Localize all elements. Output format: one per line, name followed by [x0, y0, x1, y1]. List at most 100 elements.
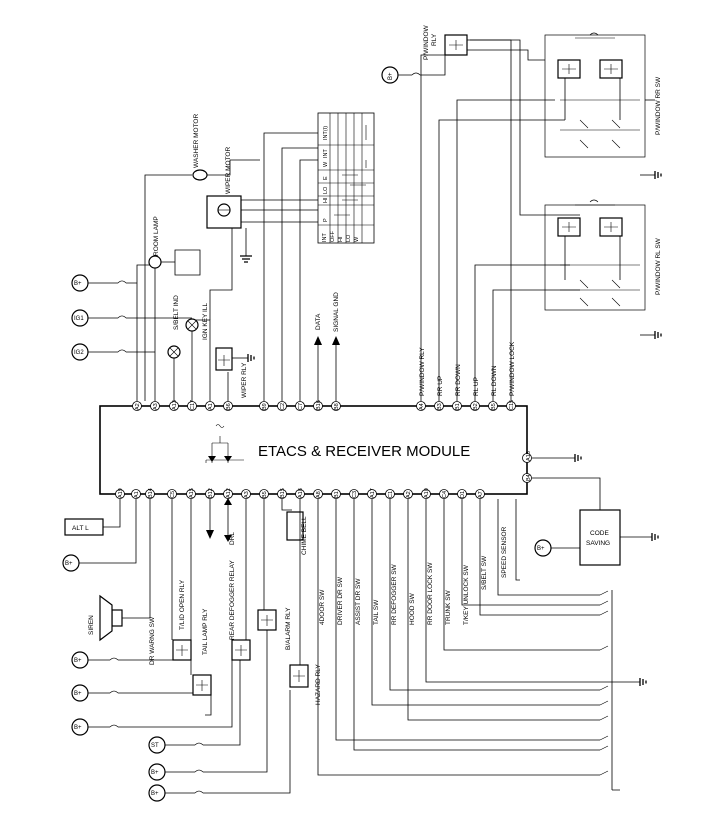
bottom-pin-label: C5 — [170, 491, 176, 498]
chime-bell-box — [286, 511, 304, 541]
ground-icon — [651, 533, 659, 541]
top-pin-label: B6 — [226, 403, 232, 410]
bottom-pin-circle — [367, 489, 377, 499]
bottom-pin-circle — [167, 489, 177, 499]
top-pin-circle — [434, 401, 444, 411]
bottom-pin-circle — [349, 489, 359, 499]
bottom-pin-label: B14 — [148, 488, 154, 498]
bottom-pin-label: A19 — [118, 488, 124, 498]
top-pin-circle — [506, 401, 516, 411]
bottom-pin-circle — [403, 489, 413, 499]
pin-right-1: A16 — [526, 451, 532, 461]
label-hood-sw: HOOD SW — [409, 592, 416, 625]
bottom-pin-label: A1 — [134, 491, 140, 498]
pwindow-rr-sw-box — [544, 34, 646, 158]
bottom-pin-circle — [205, 489, 215, 499]
bottom-pin-label: A7 — [478, 491, 484, 498]
label-pwindow-rr-sw: P/WINDOW RR SW — [655, 76, 662, 135]
bottom-pin-label: B1 — [334, 491, 340, 498]
bottom-pin-label: A2 — [406, 491, 412, 498]
drl-arrow-down-icon — [224, 535, 232, 542]
label-sbelt-sw: S/BELT SW — [481, 555, 488, 590]
switch-row-int: INT — [322, 233, 328, 243]
power-b-plus-4: B+ — [71, 684, 89, 702]
label-code-saving-1: CODE — [590, 530, 609, 537]
drl-arrow-up-icon — [224, 498, 232, 505]
bottom-pin-label: D1 — [460, 491, 466, 498]
ground-icon — [240, 255, 252, 263]
label-pwindow-rly: P/WINDOW RLY — [419, 347, 426, 396]
power-b-plus-code: B+ — [534, 539, 552, 557]
label-drl: DRL — [229, 532, 236, 545]
label-wiper-motor: WIPER MOTOR — [225, 147, 232, 194]
label-alt-l: ALT L — [72, 525, 89, 532]
label-pwindow-lock: P/WINDOW LOCK — [509, 341, 516, 396]
switch-row-lo: LO — [346, 234, 352, 242]
bottom-pin-circle — [313, 489, 323, 499]
top-pin-circle — [331, 401, 341, 411]
label-tail-lamp-rly: TAIL LAMP RLY — [202, 608, 209, 655]
label-rr-defogger-sw: RR DEFOGGER SW — [391, 563, 398, 625]
switch-row-off: OFF — [330, 230, 336, 242]
bottom-pin-circle — [131, 489, 141, 499]
power-b-plus-2: B+ — [62, 554, 80, 572]
svg-text:B+: B+ — [74, 725, 82, 731]
label-pwindow-rl-sw: P/WINDOW RL SW — [655, 237, 662, 295]
switch-col-p: P — [323, 218, 329, 222]
switch-col-w: W — [323, 161, 329, 167]
bottom-pin-circle — [115, 489, 125, 499]
siren-icon — [99, 594, 123, 642]
label-rr-door-lock-sw: RR DOOR LOCK SW — [427, 562, 434, 625]
bottom-pin-label: A18 — [298, 488, 304, 498]
top-pin-label: C2 — [280, 403, 286, 410]
bottom-pin-label: A3 — [244, 491, 250, 498]
label-rly-top: RLY — [431, 33, 438, 46]
label-assist-dr-sw: ASSIST DR SW — [355, 578, 362, 625]
bottom-pin-label: B5 — [262, 491, 268, 498]
power-b-plus-6: ST — [148, 736, 166, 754]
label-rear-defogger-relay: REAR DEFOGGER RELAY — [229, 560, 236, 640]
bottom-pin-circle — [277, 489, 287, 499]
top-pin-circle — [470, 401, 480, 411]
etacs-module-box — [99, 405, 528, 495]
switch-col-int-i: INT(I) — [323, 126, 329, 140]
power-b-plus-top-right: B+ — [381, 66, 399, 84]
label-ign-key-ill: IGN KEY ILL — [202, 303, 209, 340]
power-ig1: IG1 — [71, 309, 89, 327]
top-pin-label: B8 — [334, 403, 340, 410]
bottom-pin-circle — [186, 489, 196, 499]
label-data: DATA — [315, 313, 322, 330]
label-4door-sw: 4DOOR SW — [319, 589, 326, 625]
room-lamp-icon — [148, 255, 162, 269]
top-pin-label: B2 — [473, 403, 479, 410]
label-wiper-rly: WIPER RLY — [241, 362, 248, 398]
svg-text:B+: B+ — [151, 791, 159, 797]
svg-text:B+: B+ — [65, 561, 73, 567]
label-trunk-sw: TRUNK SW — [445, 589, 452, 625]
bottom-pin-circle — [295, 489, 305, 499]
label-tlid-open-rly: T/LID OPEN RLY — [179, 579, 186, 630]
code-saving-box — [579, 509, 621, 566]
bottom-pin-label: B12 — [208, 488, 214, 498]
svg-text:B+: B+ — [74, 691, 82, 697]
svg-text:B+: B+ — [74, 658, 82, 664]
bottom-pin-circle — [259, 489, 269, 499]
top-pin-circle — [295, 401, 305, 411]
top-pin-circle — [132, 401, 142, 411]
top-pin-circle — [205, 401, 215, 411]
switch-row-w: W — [354, 236, 360, 242]
top-pin-label: A3 — [153, 403, 159, 410]
top-pin-label: B1 — [455, 403, 461, 410]
top-pin-circle — [259, 401, 269, 411]
label-rl-down: RL DOWN — [491, 365, 498, 396]
power-b-plus-5: B+ — [71, 718, 89, 736]
bottom-pin-circle — [331, 489, 341, 499]
bottom-pin-circle — [457, 489, 467, 499]
bottom-pin-circle — [421, 489, 431, 499]
switch-col-hi: HI — [323, 197, 329, 203]
bottom-pin-label: C4 — [442, 491, 448, 498]
switch-col-e: E — [323, 176, 329, 180]
top-pin-label: B16 — [316, 400, 322, 410]
top-pin-label: A4 — [419, 403, 425, 410]
top-pin-circle — [223, 401, 233, 411]
